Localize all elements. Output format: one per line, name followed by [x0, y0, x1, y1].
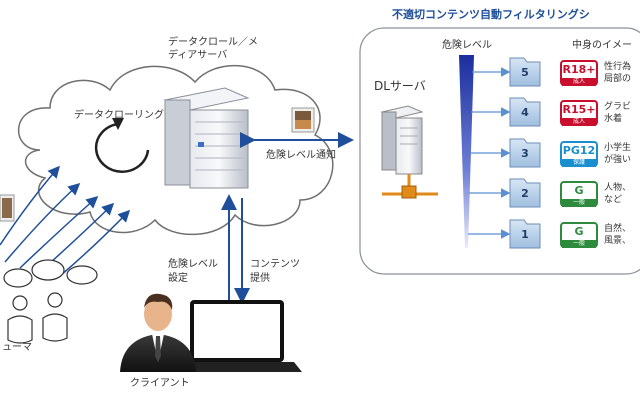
rating-badge-sub: 一般	[562, 240, 596, 248]
rating-badge: G 一般	[560, 222, 598, 248]
content-provide-label: コンテンツ提供	[250, 259, 300, 284]
rating-badge-text: R18+	[562, 63, 596, 76]
client-label: クライアント	[130, 378, 190, 389]
level-arrows	[468, 67, 511, 239]
dl-server-label: DLサーバ	[374, 79, 426, 93]
filtering-system-title: 不適切コンテンツ自動フィルタリングシ	[392, 8, 590, 21]
folder-number: 1	[521, 228, 529, 241]
media-thumbnail-icon	[291, 107, 315, 133]
media-thumbnail-icon-left	[0, 194, 15, 222]
level-description: 自然、風景、	[604, 224, 632, 246]
level-description: 人物、など	[604, 183, 632, 205]
rating-badge: G 一般	[560, 181, 598, 207]
folder-number: 5	[521, 66, 529, 79]
dl-server-icon	[380, 105, 438, 199]
level-folders	[509, 57, 541, 249]
rating-badge-sub: 成人	[562, 118, 596, 126]
laptop-icon	[172, 300, 302, 372]
danger-setting-label: 危険レベル設定	[168, 259, 218, 284]
danger-level-gradient	[459, 55, 474, 248]
rating-badge-text: G	[574, 184, 584, 197]
rating-badge-sub: 保護	[562, 159, 596, 167]
rating-badge-text: G	[574, 225, 584, 238]
rating-badge-sub: 成人	[562, 78, 596, 86]
folder-number: 4	[521, 106, 529, 119]
filtering-system-panel	[359, 27, 640, 275]
crawl-cycle-arrowhead	[112, 118, 124, 130]
rating-badge: PG12 保護	[560, 141, 598, 167]
level-description: 小学生が強い	[604, 143, 632, 165]
user-label: ューマ	[2, 342, 32, 353]
client-person-icon	[120, 293, 196, 372]
crawl-cycle-icon	[94, 122, 150, 173]
level-description: グラビ水着	[604, 102, 632, 124]
crawl-server-label: データクロール／メディアサーバ	[168, 37, 258, 61]
folder-number: 3	[521, 147, 529, 160]
rating-badge: R18+ 成人	[560, 60, 598, 86]
danger-notice-label: 危険レベル通知	[266, 150, 336, 161]
crawl-arrows	[0, 165, 131, 277]
rating-badge-text: PG12	[562, 144, 596, 157]
content-image-header: 中身のイメー	[572, 40, 632, 51]
rating-badge: R15+ 成人	[560, 100, 598, 126]
danger-level-header: 危険レベル	[442, 40, 492, 51]
level-description: 性行為局部の	[604, 62, 632, 84]
folder-number: 2	[521, 187, 529, 200]
users-icon	[3, 259, 98, 344]
rating-badge-text: R15+	[562, 103, 596, 116]
crawl-server-icon	[163, 87, 250, 189]
crawling-label: データクローリング	[74, 110, 164, 121]
rating-badge-sub: 一般	[562, 199, 596, 207]
